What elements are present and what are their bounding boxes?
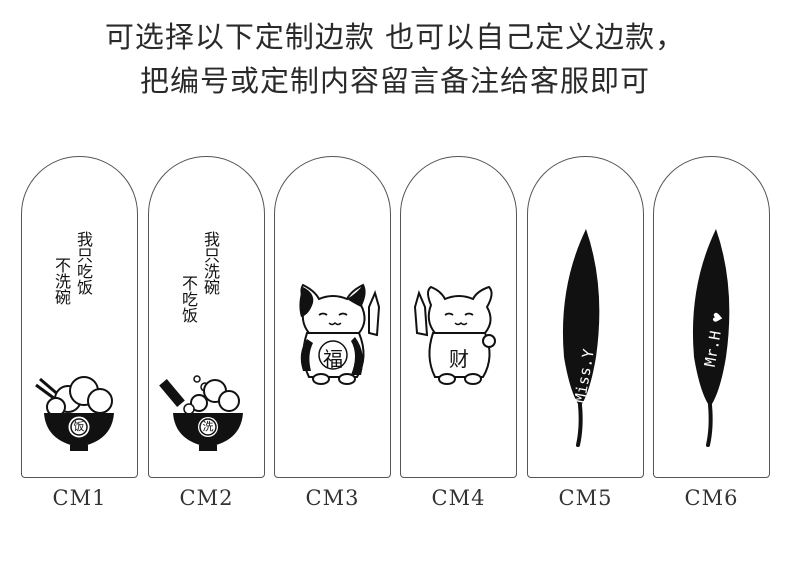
headline-line-1: 可选择以下定制边款 也可以自己定义边款， (104, 20, 686, 54)
headline-line-2: 把编号或定制内容留言备注给客服即可 (139, 64, 650, 98)
cat-char: 福 (323, 347, 343, 371)
design-card-cm2[interactable]: 我只洗碗 不吃饭 洗 (148, 156, 265, 478)
washing-bowl-icon (159, 375, 243, 451)
lucky-cat-icon (299, 283, 381, 385)
lucky-cat-icon (413, 285, 496, 385)
design-code-cm5: CM5 (558, 486, 613, 510)
cat-char: 财 (449, 347, 469, 371)
slogan-text-a: 我只洗碗 (201, 231, 220, 295)
design-code-cm3: CM3 (305, 486, 360, 510)
design-code-cm1: CM1 (52, 486, 107, 510)
design-card-cm4[interactable]: 财 (400, 156, 517, 478)
leaf-icon (562, 229, 600, 447)
rice-bowl-chopsticks-icon (35, 376, 114, 451)
design-code-cm6: CM6 (684, 486, 739, 510)
design-code-cm4: CM4 (431, 486, 486, 510)
leaf-icon (692, 229, 730, 447)
design-card-cm6[interactable]: Mr.H ♥ (653, 156, 770, 478)
bowl-char: 洗 (202, 420, 214, 433)
design-card-cm5[interactable]: Miss.Y (527, 156, 644, 478)
design-code-cm2: CM2 (179, 486, 234, 510)
slogan-text-b: 不吃饭 (179, 275, 198, 323)
design-card-cm3[interactable]: 福 (274, 156, 391, 478)
slogan-text-b: 不洗碗 (52, 257, 71, 305)
bowl-char: 饭 (73, 420, 85, 433)
slogan-text-a: 我只吃饭 (74, 231, 93, 295)
design-card-cm1[interactable]: 我只吃饭 不洗碗 饭 (21, 156, 138, 478)
